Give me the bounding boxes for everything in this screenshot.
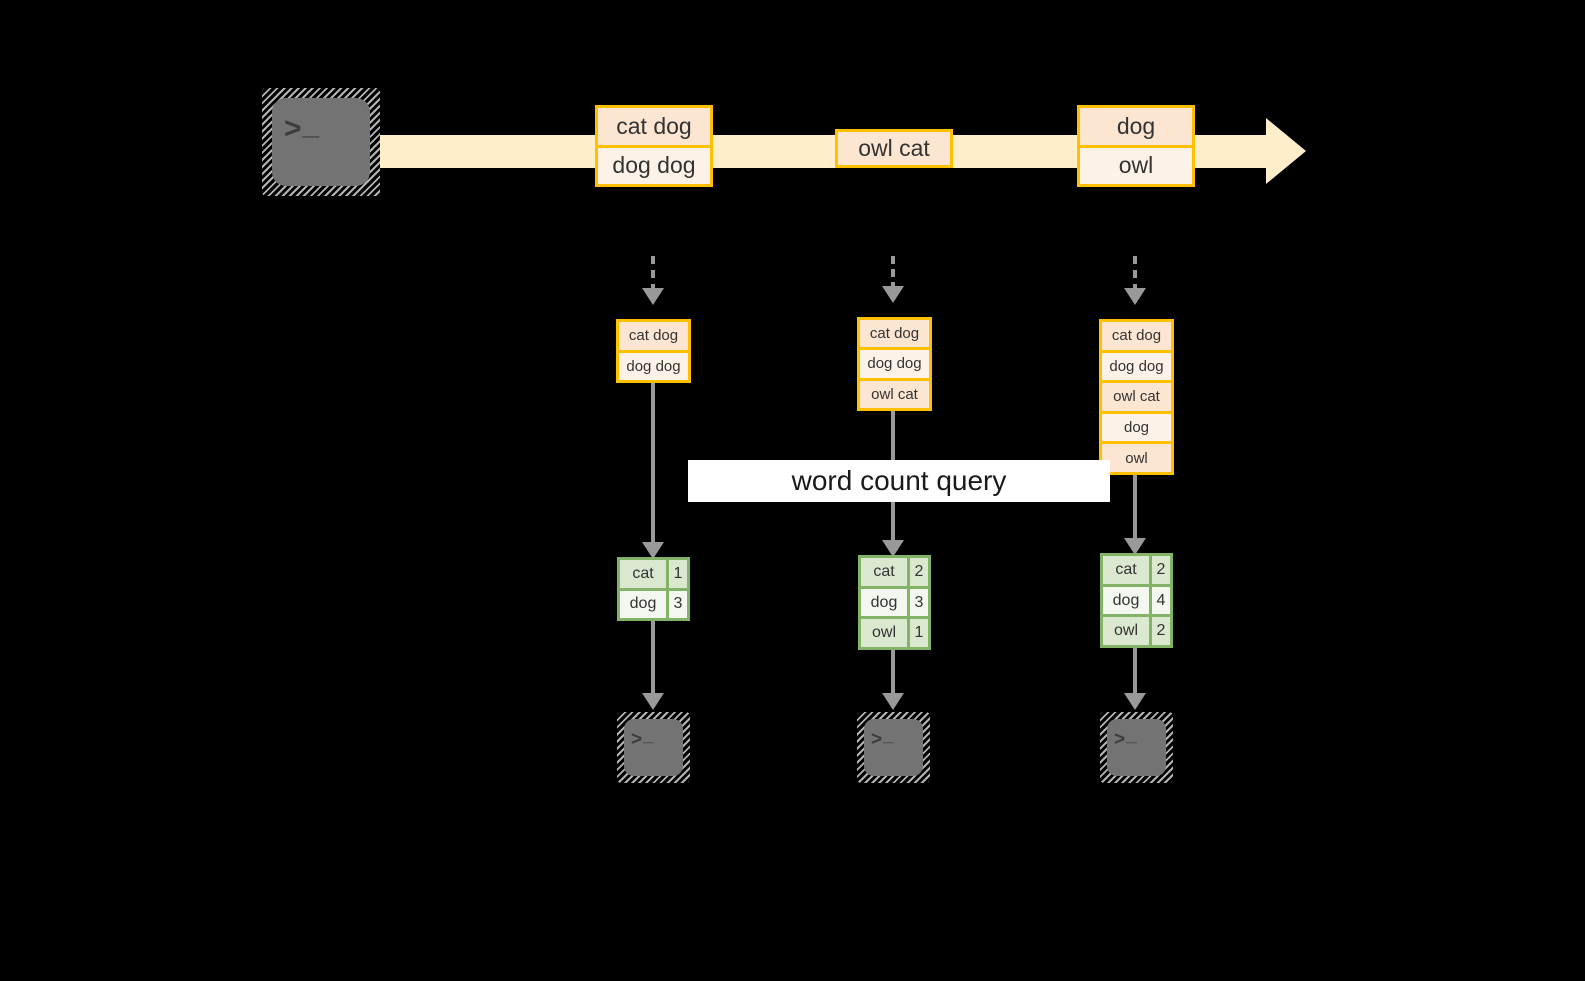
query-flow-arrowhead-1	[642, 542, 664, 559]
word-cell: cat	[861, 558, 907, 586]
result-flow-arrowhead-2	[882, 693, 904, 710]
feed-arrowhead-3	[1124, 288, 1146, 305]
record-line: dog dog	[598, 144, 710, 184]
terminal-prompt-glyph: >_	[1114, 725, 1138, 750]
accumulated-stack-1[interactable]: cat dog dog dog	[616, 319, 691, 383]
terminal-body	[272, 98, 370, 186]
table-row: owl 1	[861, 616, 928, 648]
feed-arrowhead-1	[642, 288, 664, 305]
stream-record-2[interactable]: owl cat	[835, 129, 953, 168]
stack-line: owl	[1102, 441, 1171, 472]
query-flow-arrowhead-3	[1124, 538, 1146, 555]
terminal-prompt-glyph: >_	[631, 725, 655, 750]
terminal-prompt-glyph: >_	[284, 108, 321, 145]
word-cell: dog	[1103, 586, 1149, 615]
producer-terminal-icon[interactable]: >_	[262, 88, 380, 196]
result-table-2[interactable]: cat 2 dog 3 owl 1	[858, 555, 931, 650]
result-table-1[interactable]: cat 1 dog 3	[617, 557, 690, 621]
table-row: dog 3	[861, 585, 928, 617]
consumer-terminal-icon-3[interactable]: >_	[1100, 712, 1173, 783]
stack-line: cat dog	[860, 320, 929, 348]
record-line: owl	[1080, 144, 1192, 184]
stack-line: dog dog	[860, 347, 929, 378]
record-line: cat dog	[598, 108, 710, 145]
consumer-terminal-icon-2[interactable]: >_	[857, 712, 930, 783]
stack-line: cat dog	[1102, 322, 1171, 350]
stream-record-1[interactable]: cat dog dog dog	[595, 105, 713, 187]
count-cell: 2	[907, 558, 928, 586]
feed-arrow-line-1	[651, 256, 655, 292]
stream-arrow-head	[1266, 118, 1306, 184]
result-table-3[interactable]: cat 2 dog 4 owl 2	[1100, 553, 1173, 648]
table-row: cat 1	[620, 560, 687, 588]
stack-line: dog	[1102, 410, 1171, 442]
terminal-body	[864, 719, 923, 776]
stream-record-3[interactable]: dog owl	[1077, 105, 1195, 187]
table-row: dog 4	[1103, 583, 1170, 615]
word-cell: owl	[1103, 617, 1149, 646]
word-cell: dog	[620, 590, 666, 618]
count-cell: 4	[1149, 586, 1170, 615]
accumulated-stack-3[interactable]: cat dog dog dog owl cat dog owl	[1099, 319, 1174, 475]
word-cell: cat	[620, 560, 666, 588]
word-cell: cat	[1103, 556, 1149, 584]
record-line: owl cat	[838, 132, 950, 165]
result-flow-arrowhead-3	[1124, 693, 1146, 710]
feed-arrow-line-2	[891, 256, 895, 290]
result-flow-arrowhead-1	[642, 693, 664, 710]
query-flow-line-3	[1133, 475, 1137, 544]
word-cell: dog	[861, 588, 907, 617]
stack-line: dog dog	[619, 349, 688, 380]
feed-arrow-line-3	[1133, 256, 1137, 292]
table-row: cat 2	[1103, 556, 1170, 584]
count-cell: 1	[666, 560, 687, 588]
stack-line: dog dog	[1102, 349, 1171, 381]
count-cell: 3	[666, 590, 687, 618]
result-flow-line-3	[1133, 648, 1137, 699]
accumulated-stack-2[interactable]: cat dog dog dog owl cat	[857, 317, 932, 411]
count-cell: 1	[907, 619, 928, 648]
query-flow-arrowhead-2	[882, 540, 904, 557]
stack-line: owl cat	[860, 377, 929, 408]
feed-arrowhead-2	[882, 286, 904, 303]
query-flow-line-1	[651, 383, 655, 548]
stack-line: cat dog	[619, 322, 688, 350]
word-cell: owl	[861, 619, 907, 648]
result-flow-line-2	[891, 650, 895, 699]
terminal-prompt-glyph: >_	[871, 725, 895, 750]
result-flow-line-1	[651, 621, 655, 699]
consumer-terminal-icon-1[interactable]: >_	[617, 712, 690, 783]
stack-line: owl cat	[1102, 380, 1171, 411]
table-row: owl 2	[1103, 614, 1170, 646]
table-row: cat 2	[861, 558, 928, 586]
query-label-banner: word count query	[688, 460, 1110, 502]
count-cell: 2	[1149, 556, 1170, 584]
count-cell: 3	[907, 588, 928, 617]
table-row: dog 3	[620, 587, 687, 618]
terminal-body	[1107, 719, 1166, 776]
count-cell: 2	[1149, 617, 1170, 646]
terminal-body	[624, 719, 683, 776]
record-line: dog	[1080, 108, 1192, 145]
